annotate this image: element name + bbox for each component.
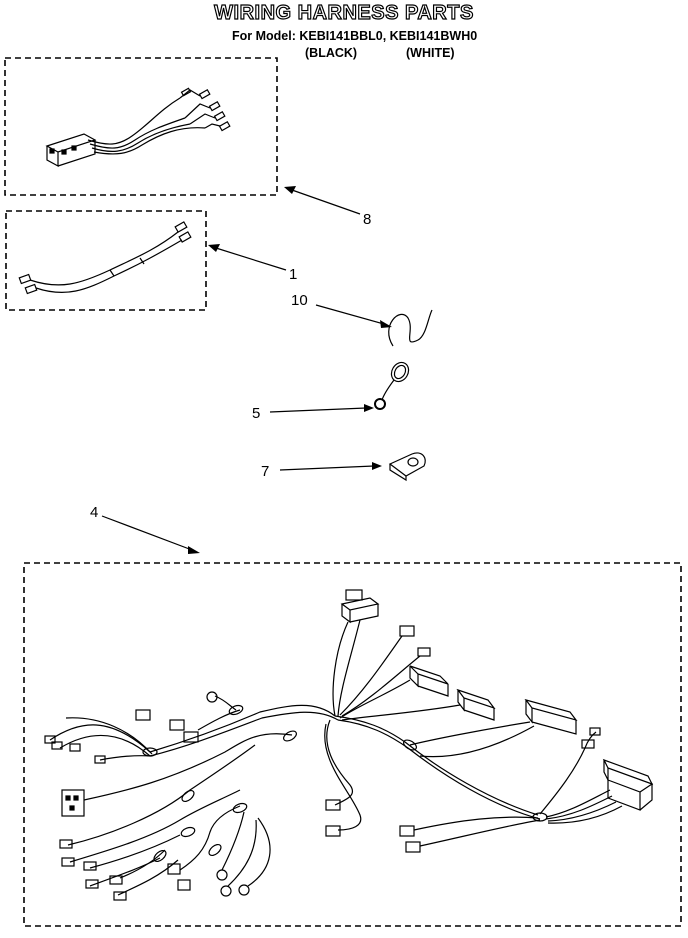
callout-7: 7 — [261, 463, 270, 480]
model-line: For Model: KEBI141BBL0, KEBI141BWH0 — [232, 29, 478, 43]
color-label-white: (WHITE) — [406, 46, 455, 60]
callout-4: 4 — [90, 504, 99, 521]
leader-lines — [101, 189, 385, 551]
part-10-wire — [388, 309, 433, 347]
part-8-box — [4, 57, 278, 196]
arrowheads — [188, 186, 392, 554]
callout-8: 8 — [363, 211, 372, 228]
callout-10: 10 — [291, 292, 308, 309]
part-1-box — [5, 210, 207, 311]
callout-5: 5 — [252, 405, 261, 422]
part-5-ring-terminal — [374, 361, 410, 410]
part-7-clamp — [388, 452, 426, 482]
callout-1: 1 — [289, 266, 298, 283]
part-4-harness — [44, 589, 654, 901]
part-1-harness — [18, 221, 192, 295]
color-label-black: (BLACK) — [305, 46, 358, 60]
page-title: WIRING HARNESS PARTS — [214, 1, 474, 24]
part-8-harness — [45, 87, 231, 168]
